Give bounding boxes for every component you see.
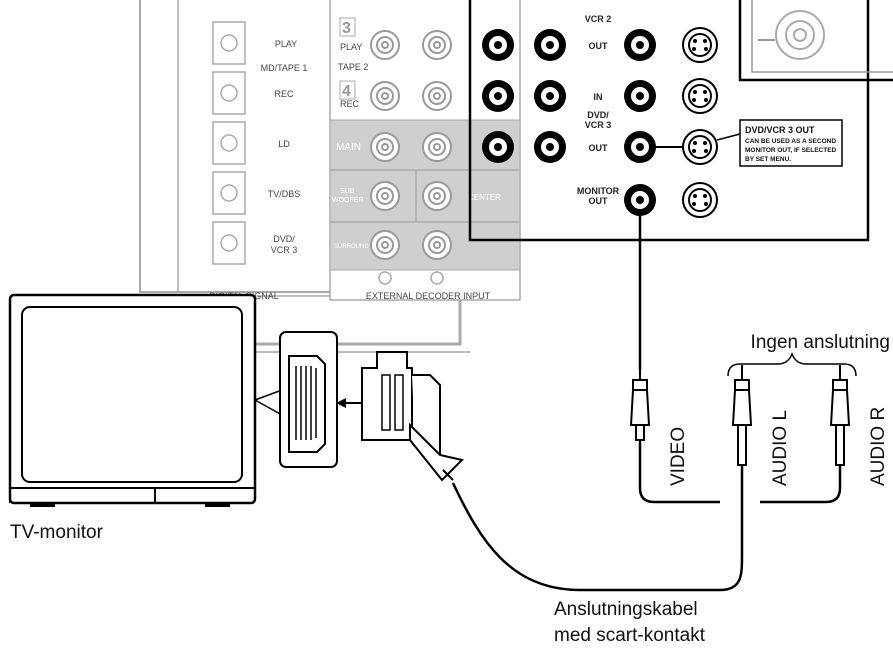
- main-label: MAIN: [336, 142, 361, 153]
- cable-label-line2: med scart-kontakt: [554, 625, 706, 646]
- dvd-label: DVD/: [273, 234, 295, 244]
- center-label: CENTER: [468, 193, 501, 202]
- scart-plug: [361, 351, 464, 482]
- button-column: [212, 21, 246, 265]
- decoder-jacks: [370, 132, 452, 260]
- surround-label: SURROUND: [334, 244, 369, 250]
- audio-r-plug: [829, 365, 851, 466]
- tv-dbs-label: TV/DBS: [268, 189, 301, 199]
- play-label: PLAY: [275, 39, 297, 49]
- external-decoder-label: EXTERNAL DECODER INPUT: [366, 291, 491, 301]
- cables: [451, 216, 842, 592]
- monitor-out-jack: [624, 184, 656, 216]
- input4-label: REC: [340, 99, 360, 109]
- tv-monitor-label: TV-monitor: [10, 522, 104, 543]
- video-label: VIDEO: [668, 427, 689, 486]
- scart-socket: [279, 331, 338, 468]
- vcr3-label: VCR 3: [271, 245, 298, 255]
- black-rca-jacks: [482, 29, 656, 216]
- vcr2-in-label: IN: [594, 92, 603, 102]
- dvd-vcr3-note-box: [739, 119, 843, 167]
- rca-plugs: [629, 365, 851, 466]
- ld-label: LD: [278, 139, 290, 149]
- note-line-2: MONITOR OUT, IF SELECTED: [745, 147, 837, 154]
- vcr2-out-label: OUT: [589, 41, 609, 51]
- monitor-label: MONITOR: [577, 186, 620, 196]
- note-line-1: CAN BE USED AS A SECOND: [745, 138, 836, 145]
- sub-label: SUB: [340, 188, 355, 195]
- audio-l-label: AUDIO L: [770, 410, 791, 486]
- input4-number: 4: [342, 83, 351, 100]
- input3-number: 3: [342, 20, 351, 37]
- dvd-vcr3-label-1: DVD/: [587, 110, 609, 120]
- audio-r-label: AUDIO R: [868, 407, 889, 486]
- tv-monitor: [8, 293, 283, 507]
- rca-jacks-grey: [370, 30, 452, 111]
- video-plug: [629, 365, 651, 441]
- video-jack-panel: VCR 2 OUT IN DVD/ VCR 3 OUT MONITOR OUT …: [468, 0, 893, 242]
- vcr2-label: VCR 2: [585, 14, 612, 24]
- dvd-out-label: OUT: [589, 143, 609, 153]
- note-line-3: BY SET MENU.: [745, 156, 791, 163]
- ingen-anslutning-label: Ingen anslutning: [751, 332, 890, 353]
- rec-label: REC: [274, 89, 294, 99]
- no-connection-brace: [727, 351, 857, 377]
- receiver-rear-panel: PLAY MD/TAPE 1 REC LD TV/DBS DVD/ VCR 3 …: [139, 0, 521, 353]
- note-title: DVD/VCR 3 OUT: [745, 125, 815, 135]
- woofer-label: WOOFER: [332, 197, 364, 204]
- md-tape-label: MD/TAPE 1: [261, 63, 308, 73]
- audio-l-plug: [731, 365, 753, 466]
- s-video-jacks: [682, 27, 718, 218]
- input3-label: PLAY: [340, 42, 362, 52]
- cable-label-line1: Anslutningskabel: [554, 599, 698, 620]
- tape2-label: TAPE 2: [338, 62, 368, 72]
- monitor-out-label: OUT: [589, 196, 609, 206]
- dvd-vcr3-label-2: VCR 3: [585, 120, 612, 130]
